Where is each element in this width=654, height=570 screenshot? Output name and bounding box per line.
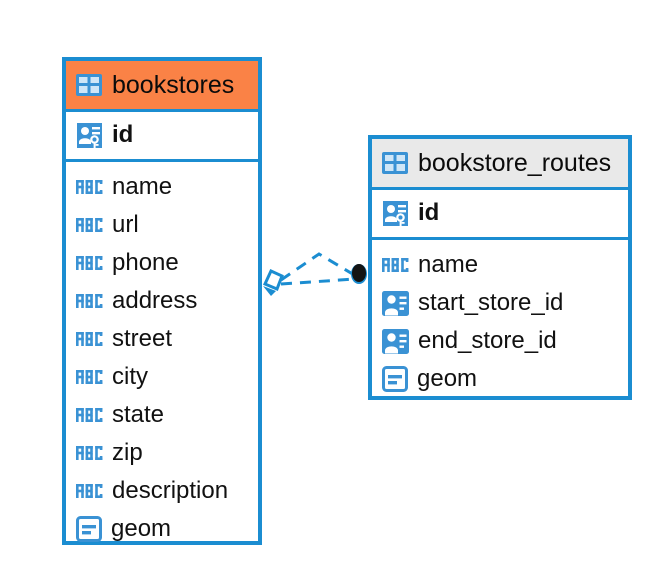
field-section: name start_store_id (372, 240, 628, 404)
foreign-key-icon (382, 290, 409, 316)
field-label: geom (417, 365, 478, 392)
field-label: address (112, 287, 198, 314)
field-row[interactable]: geom (76, 510, 258, 548)
field-row[interactable]: zip (76, 434, 258, 472)
field-row[interactable]: name (382, 246, 628, 284)
primary-key-icon (383, 200, 408, 226)
field-label: state (112, 401, 165, 428)
entity-header[interactable]: bookstore_routes (372, 139, 628, 187)
field-row[interactable]: name (76, 168, 258, 206)
entity-name: bookstore_routes (418, 148, 612, 177)
field-label: name (112, 173, 173, 200)
field-label: start_store_id (418, 289, 564, 316)
field-row[interactable]: id (382, 194, 628, 232)
entity-table-bookstores[interactable]: bookstores id (62, 57, 262, 545)
diamond-marker (262, 269, 284, 296)
field-row[interactable]: city (76, 358, 258, 396)
primary-key-icon (77, 122, 102, 148)
field-label: id (418, 199, 440, 226)
text-abc-icon (76, 256, 103, 270)
primary-key-section: id (372, 187, 628, 240)
field-row[interactable]: phone (76, 244, 258, 282)
geometry-icon (76, 516, 102, 542)
field-label: description (112, 477, 229, 504)
field-label: end_store_id (418, 327, 557, 354)
text-abc-icon (76, 446, 103, 460)
text-abc-icon (76, 408, 103, 422)
text-abc-icon (76, 484, 103, 498)
field-label: zip (112, 439, 143, 466)
field-label: phone (112, 249, 179, 276)
entity-name: bookstores (112, 70, 235, 99)
field-row[interactable]: address (76, 282, 258, 320)
relationship-line-lower (280, 277, 356, 286)
entity-table-bookstore-routes[interactable]: bookstore_routes id (368, 135, 632, 400)
entity-header[interactable]: bookstores (66, 61, 258, 109)
field-row[interactable]: end_store_id (382, 322, 628, 360)
text-abc-icon (76, 370, 103, 384)
field-label: url (112, 211, 139, 238)
field-row[interactable]: geom (382, 360, 628, 398)
field-label: id (112, 121, 134, 148)
table-icon (382, 152, 408, 174)
field-row[interactable]: state (76, 396, 258, 434)
primary-key-section: id (66, 109, 258, 162)
field-label: name (418, 251, 479, 278)
relationship-line-upper (280, 252, 357, 282)
field-row[interactable]: start_store_id (382, 284, 628, 322)
text-abc-icon (76, 294, 103, 308)
table-icon (76, 74, 102, 96)
field-row[interactable]: id (76, 116, 258, 154)
foreign-key-icon (382, 328, 409, 354)
text-abc-icon (76, 332, 103, 346)
geometry-icon (382, 366, 408, 392)
field-row[interactable]: url (76, 206, 258, 244)
filled-circle-marker (351, 264, 367, 284)
text-abc-icon (382, 258, 409, 272)
text-abc-icon (76, 180, 103, 194)
field-label: geom (111, 515, 172, 542)
field-section: name url (66, 162, 258, 554)
text-abc-icon (76, 218, 103, 232)
field-label: city (112, 363, 148, 390)
field-row[interactable]: street (76, 320, 258, 358)
field-label: street (112, 325, 173, 352)
field-row[interactable]: description (76, 472, 258, 510)
relationship-connector[interactable] (255, 240, 380, 320)
